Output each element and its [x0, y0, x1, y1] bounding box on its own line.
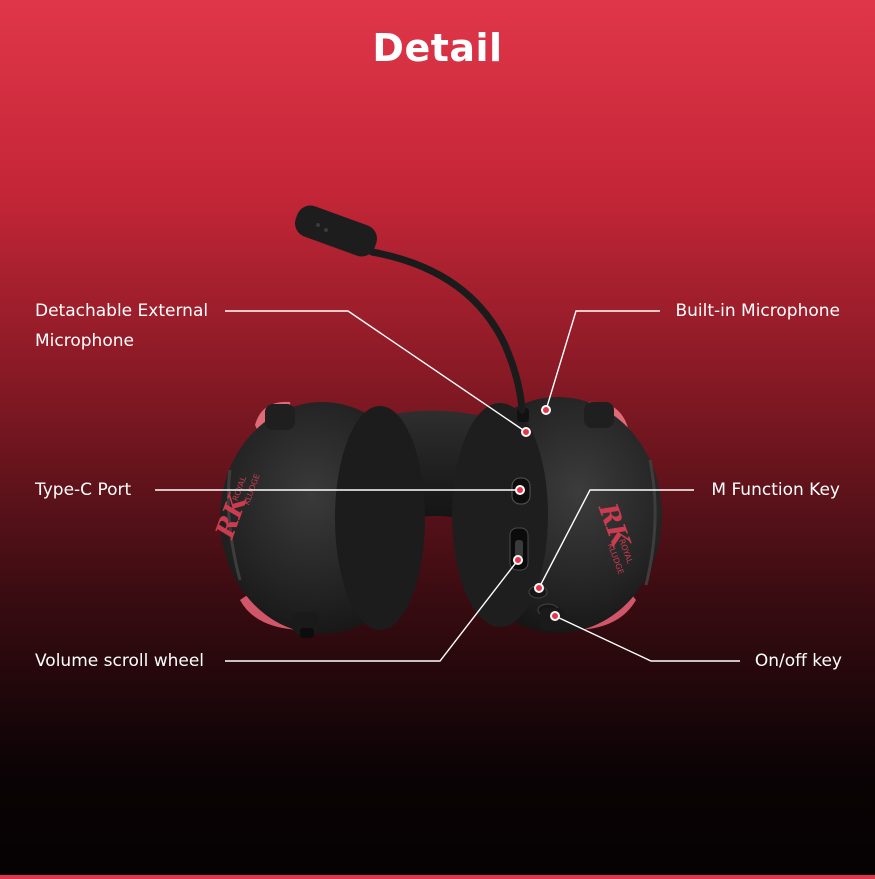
left-earcup — [220, 402, 425, 638]
callout-type-c: Type-C Port — [35, 480, 132, 500]
callout-power: On/off key — [754, 651, 842, 671]
dot-power — [550, 611, 560, 621]
leader-external-mic — [225, 310, 527, 433]
dot-external-mic — [521, 427, 531, 437]
leader-volume — [225, 559, 519, 662]
callout-external-mic-line1: Detachable External — [35, 301, 209, 321]
callout-builtin-mic: Built-in Microphone — [675, 301, 840, 321]
callout-external-mic: Detachable External Microphone — [35, 296, 208, 356]
dot-builtin-mic — [541, 405, 551, 415]
leader-lines — [155, 310, 740, 662]
callout-dots — [513, 405, 560, 621]
page-title: Detail — [372, 26, 503, 70]
dot-type-c — [515, 485, 525, 495]
leader-m-key — [538, 489, 694, 589]
boom-microphone — [295, 205, 526, 414]
leader-power — [554, 615, 740, 662]
dot-volume — [513, 555, 523, 565]
callout-external-mic-line2: Microphone — [35, 331, 134, 351]
callout-m-key: M Function Key — [711, 480, 840, 500]
leader-builtin-mic — [545, 310, 660, 411]
callout-volume: Volume scroll wheel — [35, 651, 205, 671]
right-earcup — [452, 397, 662, 633]
dot-m-key — [534, 583, 544, 593]
